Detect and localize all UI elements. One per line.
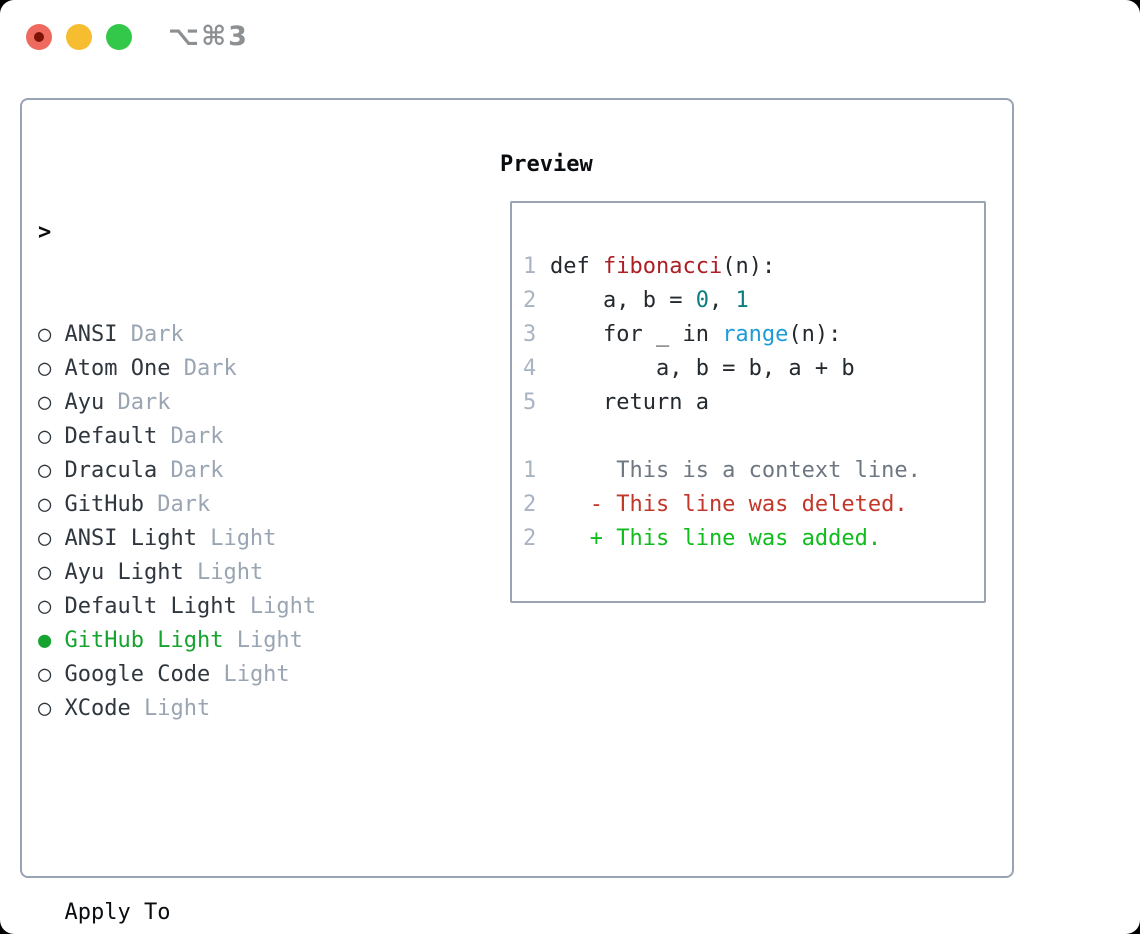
- radio-icon: ○: [38, 594, 65, 619]
- theme-name: Ayu: [64, 390, 105, 415]
- theme-name: GitHub Light: [64, 628, 224, 653]
- preview-line: 3 for _ in range(n):: [523, 318, 921, 352]
- selected-radio-icon: ●: [38, 628, 65, 653]
- titlebar: ⌥⌘3: [0, 0, 1140, 74]
- theme-name: Google Code: [64, 662, 211, 687]
- theme-name: ANSI: [64, 322, 118, 347]
- radio-icon: ○: [38, 458, 65, 483]
- theme-picker-column: > ○ ANSI Dark○ Atom One Dark○ Ayu Dark○ …: [38, 148, 409, 934]
- theme-option[interactable]: ○ ANSI Dark: [38, 318, 409, 352]
- theme-name: ANSI Light: [64, 526, 197, 551]
- preview-line: 2 a, b = 0, 1: [523, 284, 921, 318]
- line-number: 2: [523, 288, 537, 313]
- theme-name: Dracula: [64, 458, 158, 483]
- line-number: 5: [523, 390, 537, 415]
- theme-name: XCode: [64, 696, 131, 721]
- radio-icon: ○: [38, 696, 65, 721]
- preview-line: 5 return a: [523, 386, 921, 420]
- theme-variant-badge: Light: [183, 560, 264, 585]
- line-content: for _ in range(n):: [550, 322, 842, 347]
- theme-name: Default Light: [64, 594, 237, 619]
- line-content: + This line was added.: [550, 526, 882, 551]
- line-number: 2: [523, 492, 537, 517]
- select-theme-header: >: [38, 216, 409, 250]
- theme-name: GitHub: [64, 492, 144, 517]
- theme-option[interactable]: ○ GitHub Dark: [38, 488, 409, 522]
- line-content: a, b = 0, 1: [550, 288, 749, 313]
- line-content: def fibonacci(n):: [550, 254, 776, 279]
- preview-line: 2 + This line was added.: [523, 522, 921, 556]
- line-number: 1: [523, 458, 537, 483]
- line-number: 2: [523, 526, 537, 551]
- theme-option[interactable]: ○ Atom One Dark: [38, 352, 409, 386]
- apply-to-header: Apply To: [38, 900, 171, 925]
- minimize-button[interactable]: [66, 24, 92, 50]
- maximize-button[interactable]: [106, 24, 132, 50]
- radio-icon: ○: [38, 322, 65, 347]
- preview-line: 1 This is a context line.: [523, 454, 921, 488]
- preview-line: [523, 420, 921, 454]
- radio-icon: ○: [38, 526, 65, 551]
- theme-option[interactable]: ○ Google Code Light: [38, 658, 409, 692]
- radio-icon: ○: [38, 424, 65, 449]
- preview-title: Preview: [500, 152, 593, 177]
- theme-variant-badge: Dark: [117, 322, 184, 347]
- theme-variant-badge: Dark: [143, 492, 211, 517]
- prompt-caret-icon: >: [38, 220, 65, 245]
- theme-option[interactable]: ○ Dracula Dark: [38, 454, 409, 488]
- theme-variant-badge: Light: [236, 594, 317, 619]
- window-shortcut-label: ⌥⌘3: [168, 21, 249, 52]
- line-number: [523, 420, 550, 454]
- theme-option[interactable]: ○ Default Dark: [38, 420, 409, 454]
- line-number: 1: [523, 254, 537, 279]
- line-content: return a: [550, 390, 709, 415]
- radio-icon: ○: [38, 356, 65, 381]
- line-content: - This line was deleted.: [550, 492, 908, 517]
- spacer: [38, 794, 409, 828]
- preview-line: 4 a, b = b, a + b: [523, 352, 921, 386]
- theme-name: Atom One: [64, 356, 171, 381]
- theme-variant-badge: Light: [223, 628, 303, 653]
- radio-icon: ○: [38, 492, 65, 517]
- theme-option[interactable]: ○ Ayu Light Light: [38, 556, 409, 590]
- close-dot-icon: [34, 32, 44, 42]
- theme-variant-badge: Light: [130, 696, 211, 721]
- theme-picker-panel: > ○ ANSI Dark○ Atom One Dark○ Ayu Dark○ …: [20, 98, 1014, 925]
- preview-line: 2 - This line was deleted.: [523, 488, 921, 522]
- theme-option[interactable]: ○ XCode Light: [38, 692, 409, 726]
- theme-option[interactable]: ○ Default Light Light: [38, 590, 409, 624]
- theme-name: Default: [64, 424, 158, 449]
- theme-option[interactable]: ○ Ayu Dark: [38, 386, 409, 420]
- close-button[interactable]: [26, 24, 52, 50]
- radio-icon: ○: [38, 390, 65, 415]
- theme-option[interactable]: ● GitHub Light Light: [38, 624, 409, 658]
- radio-icon: ○: [38, 662, 65, 687]
- line-content: This is a context line.: [550, 458, 921, 483]
- theme-variant-badge: Dark: [170, 356, 237, 381]
- theme-variant-badge: Light: [210, 662, 290, 687]
- preview-line: 1 def fibonacci(n):: [523, 250, 921, 284]
- theme-variant-badge: Dark: [157, 424, 224, 449]
- theme-variant-badge: Dark: [157, 458, 224, 483]
- theme-variant-badge: Light: [196, 526, 277, 551]
- radio-icon: ○: [38, 560, 65, 585]
- theme-option[interactable]: ○ ANSI Light Light: [38, 522, 409, 556]
- line-number: 3: [523, 322, 537, 347]
- line-content: a, b = b, a + b: [550, 356, 855, 381]
- theme-name: Ayu Light: [64, 560, 184, 585]
- line-number: 4: [523, 356, 537, 381]
- theme-list: ○ ANSI Dark○ Atom One Dark○ Ayu Dark○ De…: [38, 318, 409, 726]
- theme-variant-badge: Dark: [104, 390, 171, 415]
